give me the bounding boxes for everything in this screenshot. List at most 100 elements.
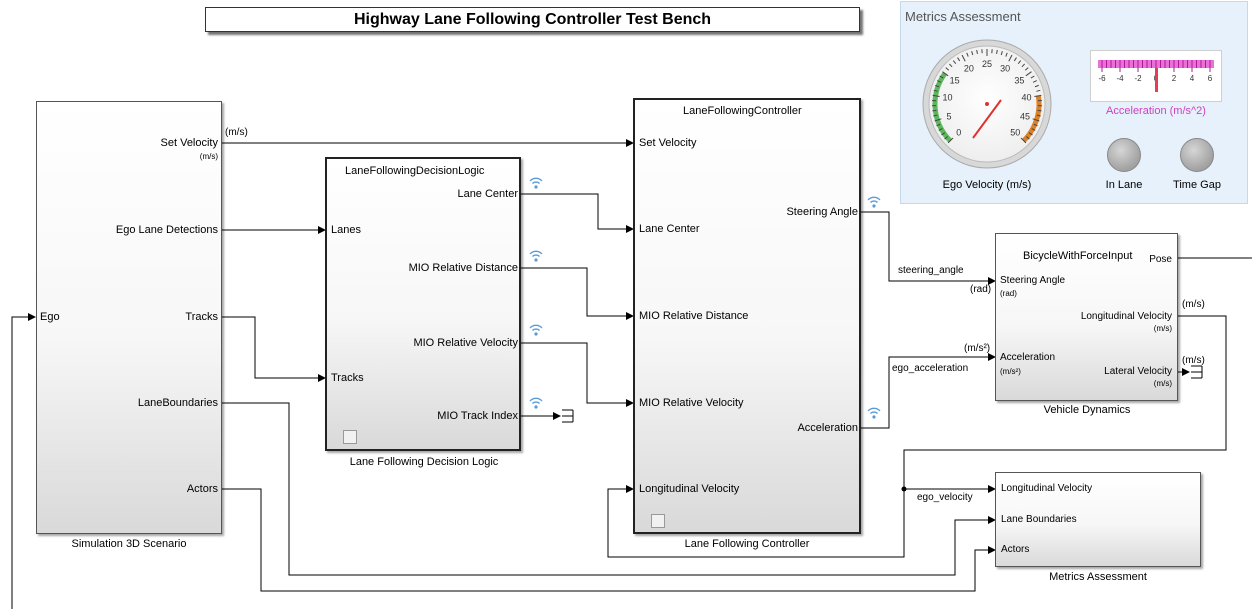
in-lane-lamp-label: In Lane xyxy=(1105,179,1143,191)
subsystem-icon xyxy=(651,514,665,528)
terminator-lat-velocity xyxy=(1191,365,1203,379)
gauge-minor-tick xyxy=(1037,109,1042,112)
gauge-minor-tick xyxy=(1033,123,1038,127)
signal-set-velocity-unit: (m/s) xyxy=(225,127,248,138)
simulation-3d-scenario-block[interactable] xyxy=(36,101,222,534)
caption-controller: Lane Following Controller xyxy=(684,538,810,550)
port-long-velocity-out: Longitudinal Velocity xyxy=(1080,311,1172,322)
port-set-velocity-out: Set Velocity xyxy=(160,137,218,149)
gauge-tick xyxy=(1025,71,1032,77)
signal-steering-unit: (rad) xyxy=(970,284,992,295)
port-mio-distance-in: MIO Relative Distance xyxy=(639,310,749,322)
decision-logic-name: LaneFollowingDecisionLogic xyxy=(345,165,485,177)
gauge-minor-tick xyxy=(1021,63,1026,68)
wire-lane-center xyxy=(521,193,634,233)
subsystem-icon xyxy=(343,430,357,444)
vehicle-dynamics-block[interactable] xyxy=(995,233,1178,401)
port-long-velocity-unit: (m/s) xyxy=(1153,324,1172,333)
wireless-icon xyxy=(867,196,881,208)
signal-ego-acceleration: ego_acceleration xyxy=(892,363,969,374)
gauge-tick-label: 5 xyxy=(946,111,951,121)
wire-ego-velocity-branch xyxy=(607,485,905,558)
acceleration-gauge[interactable]: -6-4-20246 xyxy=(1090,50,1222,102)
gauge-minor-tick xyxy=(938,128,943,131)
accel-tick-label: -2 xyxy=(1134,74,1142,83)
gauge-tick xyxy=(961,54,966,62)
port-long-velocity-in: Longitudinal Velocity xyxy=(639,483,740,495)
port-tracks-in: Tracks xyxy=(331,372,364,384)
wire-tracks xyxy=(222,316,326,382)
branch-point xyxy=(901,486,907,492)
gauge-tick-label: 35 xyxy=(1014,75,1024,85)
port-lat-velocity-out: Lateral Velocity xyxy=(1104,366,1172,377)
gauge-minor-tick xyxy=(939,75,944,79)
gauge-minor-tick xyxy=(945,67,950,71)
lane-following-controller-block[interactable] xyxy=(633,98,861,534)
port-mio-velocity-in: MIO Relative Velocity xyxy=(639,397,744,409)
gauge-tick xyxy=(934,118,942,122)
signal-steering-angle: steering_angle xyxy=(898,265,964,276)
port-mio-velocity-out: MIO Relative Velocity xyxy=(413,337,518,349)
dashboard-title: Metrics Assessment xyxy=(905,9,1021,24)
gauge-minor-tick xyxy=(933,89,938,92)
wireless-icon xyxy=(529,250,543,262)
wire-actors xyxy=(222,488,996,592)
gauge-tick xyxy=(1008,54,1013,62)
gauge-minor-tick xyxy=(1025,136,1030,140)
gauge-tick xyxy=(947,137,954,144)
accel-tick-label: 4 xyxy=(1190,74,1195,83)
gauge-tick-label: 30 xyxy=(1000,63,1010,73)
gauge-minor-tick xyxy=(952,60,957,65)
port-accel-in: Acceleration xyxy=(1000,352,1056,363)
acceleration-gauge-label: Acceleration (m/s^2) xyxy=(1106,105,1206,117)
accel-tick-label: 2 xyxy=(1172,74,1177,83)
gauge-band xyxy=(932,71,953,143)
port-lane-detections-out: Ego Lane Detections xyxy=(115,224,218,236)
signal-accel-unit: (m/s²) xyxy=(964,343,991,354)
acceleration-pointer xyxy=(1155,68,1158,92)
gauge-tick xyxy=(932,94,940,97)
gauge-minor-tick xyxy=(936,123,941,127)
gauge-minor-tick xyxy=(941,132,946,136)
caption-decision-logic: Lane Following Decision Logic xyxy=(349,456,499,468)
terminator-mio-index xyxy=(562,409,574,423)
gauge-minor-tick xyxy=(935,84,940,88)
port-metrics-long-velocity-in: Longitudinal Velocity xyxy=(1001,483,1093,494)
caption-metrics-assessment: Metrics Assessment xyxy=(1049,571,1147,583)
gauge-minor-tick xyxy=(933,114,938,117)
port-metrics-lane-boundaries-in: Lane Boundaries xyxy=(1001,514,1077,525)
gauge-minor-tick xyxy=(1031,128,1036,131)
ego-velocity-gauge-label: Ego Velocity (m/s) xyxy=(942,179,1032,191)
gauge-minor-tick xyxy=(1005,52,1008,57)
port-steering-unit: (rad) xyxy=(1000,289,1017,298)
accel-tick-label: -6 xyxy=(1098,74,1106,83)
port-lane-boundaries-out: LaneBoundaries xyxy=(137,397,218,409)
decision-logic-block[interactable] xyxy=(325,157,521,451)
wire-steering xyxy=(861,211,996,285)
gauge-minor-tick xyxy=(1013,57,1017,62)
gauge-tick xyxy=(1034,94,1042,97)
gauge-minor-tick xyxy=(957,57,961,62)
port-mio-distance-out: MIO Relative Distance xyxy=(408,262,518,274)
gauge-minor-tick xyxy=(966,52,969,57)
gauge-tick-label: 50 xyxy=(1010,127,1020,137)
port-acceleration-out: Acceleration xyxy=(797,422,858,434)
port-metrics-actors-in: Actors xyxy=(1001,544,1030,555)
port-lane-center-out: Lane Center xyxy=(457,188,518,200)
caption-simulation-3d: Simulation 3D Scenario xyxy=(71,538,187,550)
port-lane-center-in: Lane Center xyxy=(639,223,700,235)
signal-long-velocity-unit: (m/s) xyxy=(1182,299,1205,310)
gauge-needle xyxy=(972,99,1002,139)
metrics-assessment-block[interactable] xyxy=(995,472,1201,567)
port-set-velocity-in: Set Velocity xyxy=(639,137,697,149)
gauge-tick-label: 40 xyxy=(1021,93,1031,103)
gauge-minor-tick xyxy=(937,80,942,83)
gauge-minor-tick xyxy=(1036,89,1041,92)
gauge-minor-tick xyxy=(971,51,974,56)
gauge-minor-tick xyxy=(1034,84,1039,88)
port-steering-out: Steering Angle xyxy=(786,206,858,218)
gauge-minor-tick xyxy=(1032,80,1037,83)
caption-vehicle-dynamics: Vehicle Dynamics xyxy=(1043,404,1131,416)
